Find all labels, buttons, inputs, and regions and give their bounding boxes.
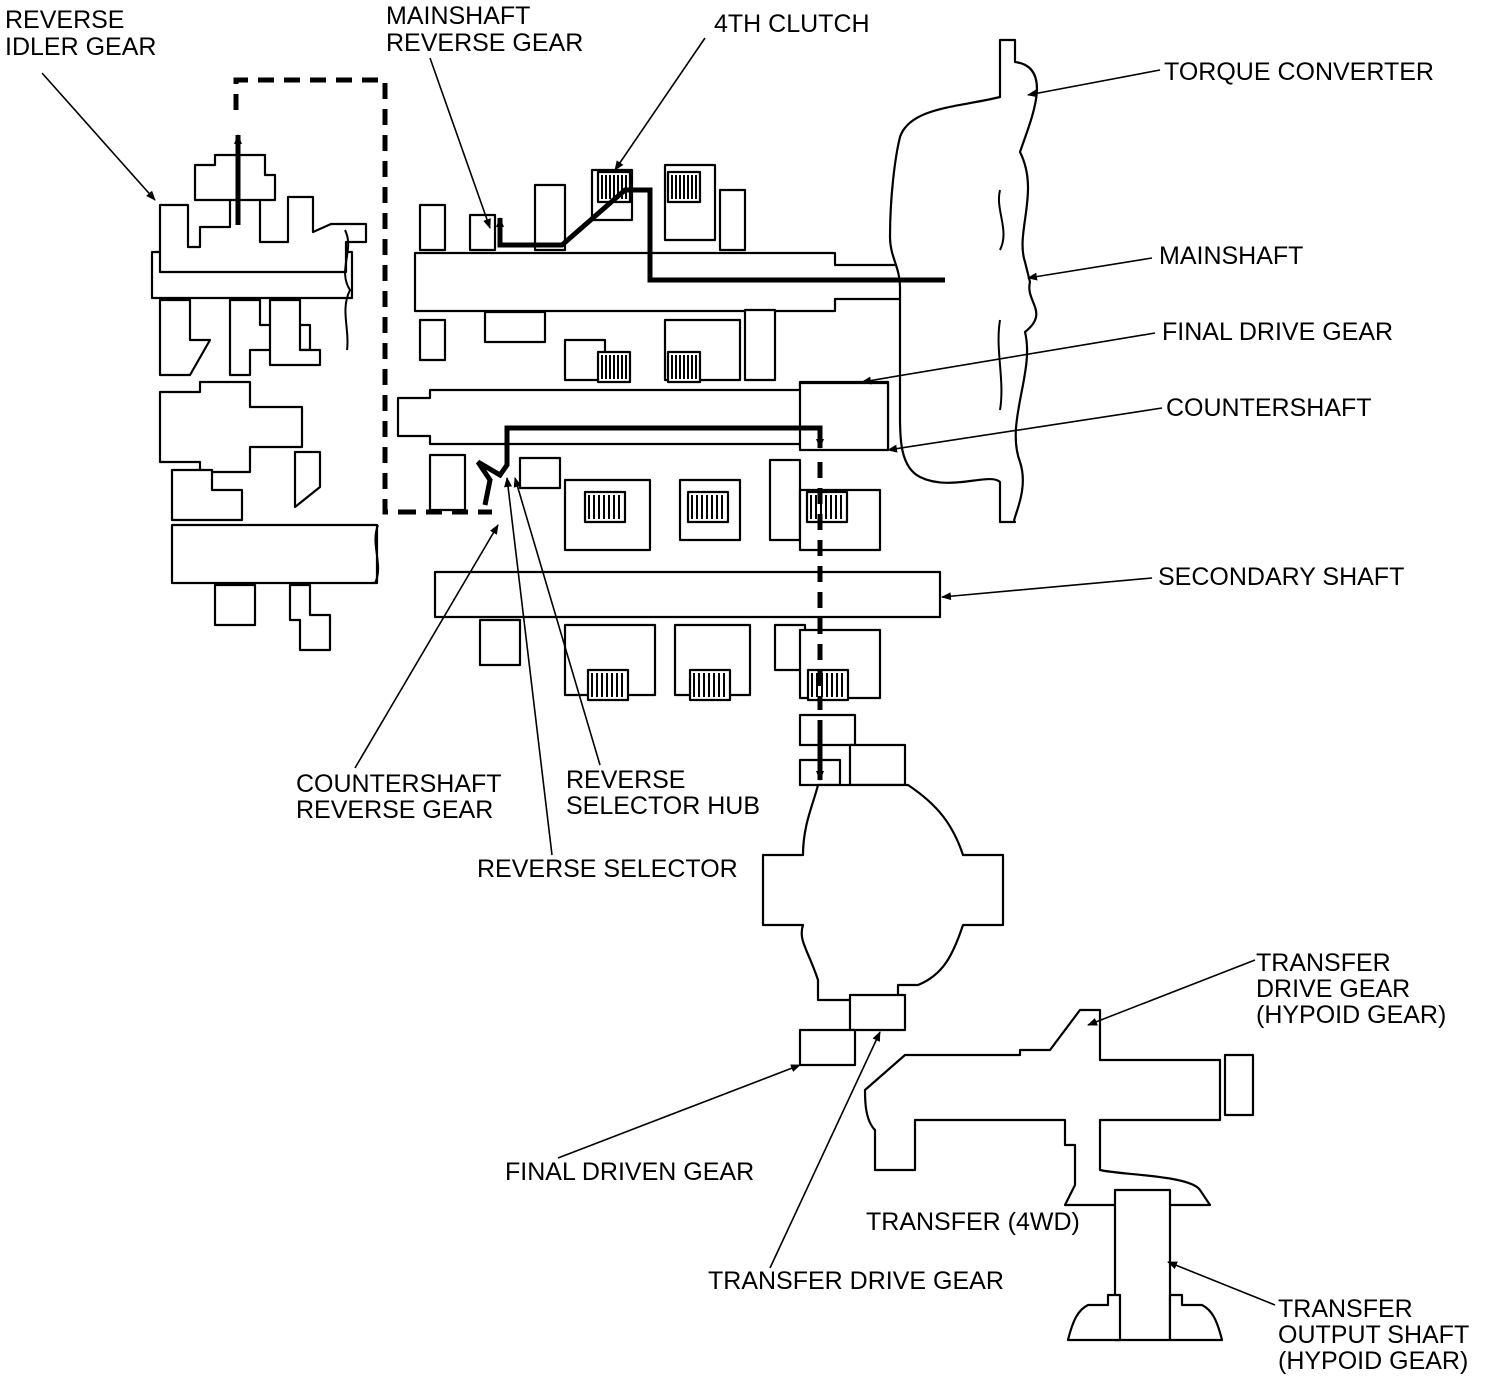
label-4th-clutch: 4TH CLUTCH (714, 10, 870, 38)
transfer-housing (863, 1008, 1222, 1207)
differential-section (761, 713, 1255, 1342)
label-countershaft-reverse-gear: COUNTERSHAFT REVERSE GEAR (296, 770, 508, 824)
label-final-driven-gear: FINAL DRIVEN GEAR (505, 1158, 754, 1186)
label-reverse-selector: REVERSE SELECTOR (477, 855, 738, 883)
label-reverse-selector-hub: REVERSE SELECTOR HUB (566, 766, 760, 820)
label-transfer-output-shaft: TRANSFER OUTPUT SHAFT (HYPOID GEAR) (1278, 1295, 1476, 1375)
power-flow-path (234, 134, 945, 781)
secondary-shaft-body (433, 570, 942, 619)
label-transfer-drive-gear-hypoid: TRANSFER DRIVE GEAR (HYPOID GEAR) (1256, 949, 1446, 1029)
label-mainshaft: MAINSHAFT (1159, 242, 1303, 270)
label-countershaft: COUNTERSHAFT (1166, 394, 1372, 422)
label-secondary-shaft: SECONDARY SHAFT (1158, 563, 1404, 591)
label-transfer-4wd: TRANSFER (4WD) (866, 1208, 1080, 1236)
label-torque-converter: TORQUE CONVERTER (1164, 58, 1434, 86)
label-reverse-idler-gear: REVERSE IDLER GEAR (5, 6, 156, 61)
label-transfer-drive-gear: TRANSFER DRIVE GEAR (708, 1267, 1004, 1295)
label-final-drive-gear: FINAL DRIVE GEAR (1162, 318, 1393, 346)
transfer-output-shaft (1113, 1188, 1172, 1342)
left-gear-section (150, 153, 380, 652)
leader-lines (41, 37, 1276, 1306)
label-mainshaft-reverse-gear: MAINSHAFT REVERSE GEAR (386, 2, 583, 57)
